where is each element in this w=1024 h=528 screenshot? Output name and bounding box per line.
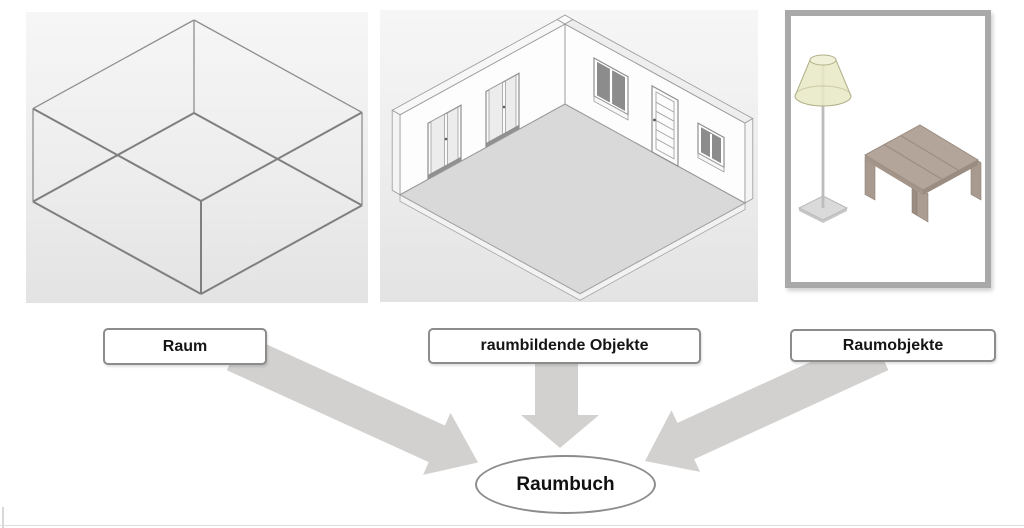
window-large [593, 56, 629, 121]
bottom-edge-line [0, 525, 1024, 526]
raumbuch-node: Raumbuch [475, 455, 656, 514]
panel-room-objects [785, 10, 991, 288]
arrow-left [226, 333, 478, 475]
left-edge-mark [2, 507, 4, 528]
panel-room-wireframe [26, 12, 368, 303]
raumbuch-text: Raumbuch [516, 473, 615, 495]
table-figure [863, 124, 982, 223]
isometric-room-figure [391, 14, 754, 301]
arrow-right [645, 333, 889, 472]
window-small [697, 122, 725, 173]
panel-room-forming-objects [380, 10, 758, 302]
label-box-raumobjekte: Raumobjekte [790, 329, 996, 362]
label-raum-text: Raum [162, 337, 208, 355]
label-raumbildende-objekte-text: raumbildende Objekte [480, 337, 649, 354]
door [651, 84, 679, 168]
arrow-middle [521, 356, 599, 448]
label-box-raumbildende-objekte: raumbildende Objekte [428, 328, 701, 364]
label-raumobjekte-text: Raumobjekte [842, 336, 944, 354]
french-door-2 [427, 104, 462, 180]
label-box-raum: Raum [103, 328, 267, 365]
wireframe-cube-figure [32, 19, 363, 295]
french-door-1 [485, 72, 520, 148]
floor-lamp-figure [794, 54, 852, 223]
room-objects-figure [794, 54, 982, 223]
